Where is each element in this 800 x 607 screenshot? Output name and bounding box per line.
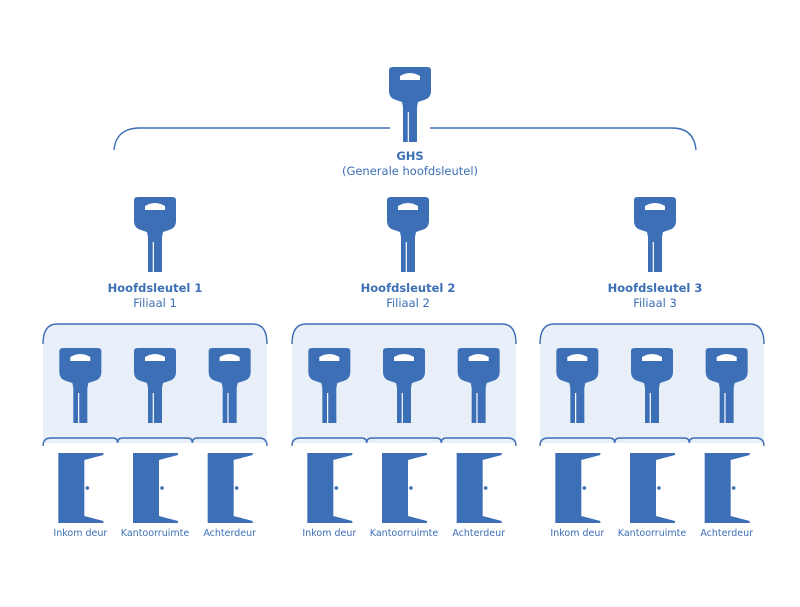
- branch-2-subtitle: Filiaal 2: [386, 296, 430, 310]
- branch-2-door-1-door-icon: [307, 453, 353, 523]
- branch-1-group-border: [42, 323, 268, 345]
- branch-2-door-brace: [291, 437, 517, 447]
- branch-3-door-2-label: Kantoorruimte: [617, 528, 687, 539]
- branch-1-subtitle: Filiaal 1: [133, 296, 177, 310]
- branch-2-door-2-label: Kantoorruimte: [369, 528, 439, 539]
- root-subtitle: (Generale hoofdsleutel): [341, 164, 479, 178]
- branch-1-door-2-label: Kantoorruimte: [120, 528, 190, 539]
- branch-3-door-2-key-icon: [631, 348, 673, 423]
- branch-3-door-1-door-icon: [555, 453, 601, 523]
- branch-2-door-2-key-icon: [383, 348, 425, 423]
- branch-2-door-2-door-icon: [382, 453, 427, 523]
- branch-3-door-3-label: Achterdeur: [700, 528, 753, 539]
- branch-2-door-3-label: Achterdeur: [452, 528, 505, 539]
- branch-2-key-icon: [387, 197, 429, 272]
- branch-1-door-2-door-icon: [133, 453, 178, 523]
- branch-2-group-border: [291, 323, 517, 345]
- branch-2-door-3-door-icon: [456, 453, 502, 523]
- branch-3-door-brace: [539, 437, 765, 447]
- branch-1-key-icon: [134, 197, 176, 272]
- branch-3-title: Hoofdsleutel 3: [607, 281, 703, 295]
- branch-2-door-1-label: Inkom deur: [302, 528, 357, 539]
- branch-2-door-1-key-icon: [308, 348, 351, 423]
- branch-2-title: Hoofdsleutel 2: [360, 281, 456, 295]
- root-brace: [113, 127, 697, 151]
- branch-3-door-3-key-icon: [705, 348, 748, 423]
- root-title: GHS: [396, 149, 424, 163]
- branch-2-door-3-key-icon: [457, 348, 500, 423]
- branch-3-key-icon: [634, 197, 676, 272]
- branch-3-group-border: [539, 323, 765, 345]
- branch-3-door-1-key-icon: [556, 348, 599, 423]
- branch-1-door-2-key-icon: [134, 348, 176, 423]
- branch-1-title: Hoofdsleutel 1: [107, 281, 203, 295]
- branch-1-door-3-key-icon: [208, 348, 251, 423]
- branch-3-door-1-label: Inkom deur: [550, 528, 605, 539]
- branch-1-door-3-door-icon: [207, 453, 253, 523]
- branch-3-subtitle: Filiaal 3: [633, 296, 677, 310]
- branch-3-door-3-door-icon: [704, 453, 750, 523]
- branch-1-door-1-label: Inkom deur: [53, 528, 108, 539]
- branch-1-door-brace: [42, 437, 268, 447]
- branch-1-door-3-label: Achterdeur: [203, 528, 256, 539]
- branch-1-door-1-door-icon: [58, 453, 104, 523]
- root-key-icon: [389, 67, 431, 142]
- branch-3-door-2-door-icon: [630, 453, 675, 523]
- branch-1-door-1-key-icon: [59, 348, 102, 423]
